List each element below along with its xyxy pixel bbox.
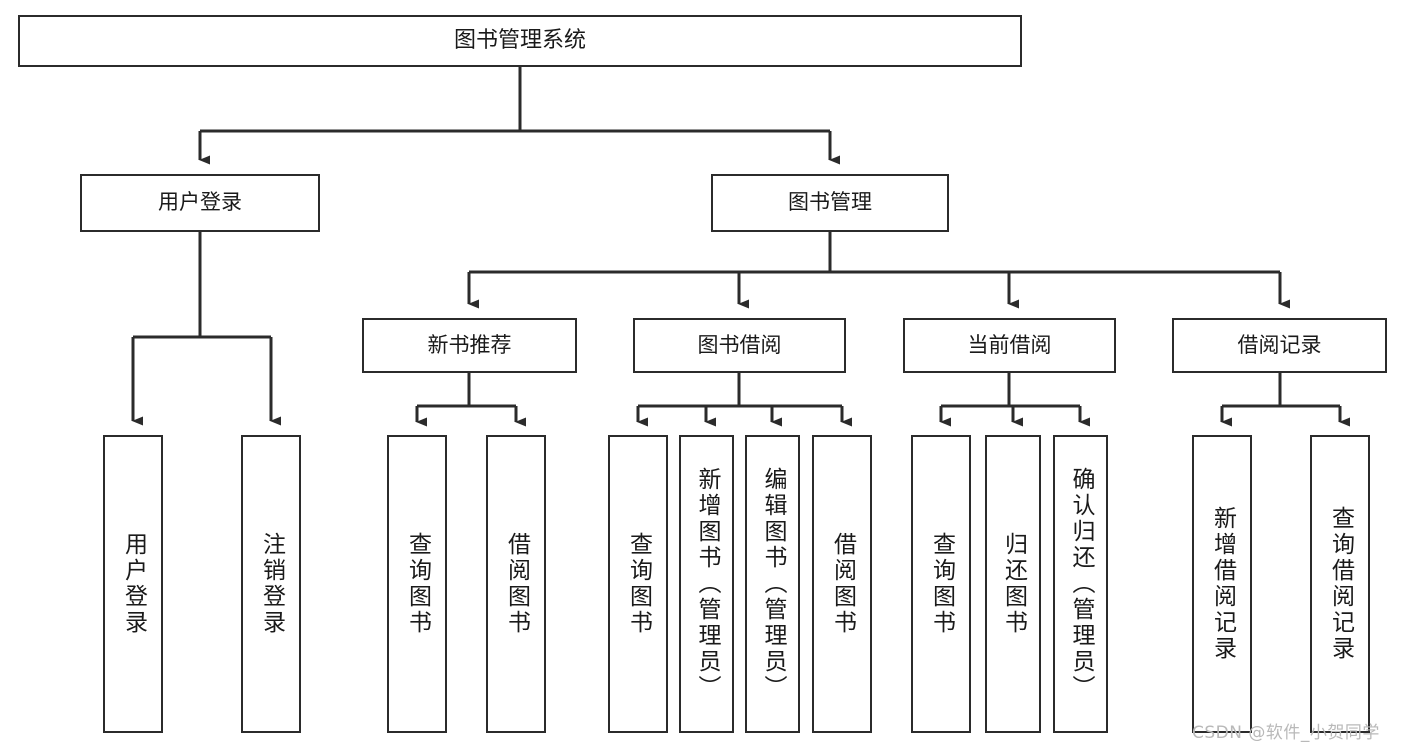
node-leaf-logout[interactable]: 注销登录 xyxy=(241,435,301,733)
node-leaf-confirm-return[interactable]: 确认归还（管理员） xyxy=(1053,435,1108,733)
node-borrow-record[interactable]: 借阅记录 xyxy=(1172,318,1387,373)
node-leaf-query-record[interactable]: 查询借阅记录 xyxy=(1310,435,1370,733)
node-user-login-label: 用户登录 xyxy=(158,190,242,215)
node-leaf-add-record-label: 新增借阅记录 xyxy=(1209,506,1236,662)
node-leaf-query-record-label: 查询借阅记录 xyxy=(1327,506,1354,662)
node-leaf-user-login[interactable]: 用户登录 xyxy=(103,435,163,733)
node-user-login[interactable]: 用户登录 xyxy=(80,174,320,232)
node-leaf-add-book-label: 新增图书（管理员） xyxy=(694,467,720,701)
node-book-manage-label: 图书管理 xyxy=(788,190,872,215)
node-leaf-query-book-1-label: 查询图书 xyxy=(404,532,431,636)
node-leaf-return-book-label: 归还图书 xyxy=(1000,532,1027,636)
node-book-borrow-label: 图书借阅 xyxy=(697,332,782,357)
node-root-label: 图书管理系统 xyxy=(453,27,586,53)
node-current-borrow-label: 当前借阅 xyxy=(967,332,1052,357)
node-leaf-borrow-book-2[interactable]: 借阅图书 xyxy=(812,435,872,733)
node-leaf-edit-book-label: 编辑图书（管理员） xyxy=(760,467,786,701)
node-leaf-edit-book[interactable]: 编辑图书（管理员） xyxy=(745,435,800,733)
node-leaf-query-book-2[interactable]: 查询图书 xyxy=(608,435,668,733)
node-leaf-confirm-return-label: 确认归还（管理员） xyxy=(1068,467,1094,701)
node-leaf-borrow-book-1-label: 借阅图书 xyxy=(503,532,530,636)
node-leaf-return-book[interactable]: 归还图书 xyxy=(985,435,1041,733)
node-current-borrow[interactable]: 当前借阅 xyxy=(903,318,1116,373)
node-new-book-rec-label: 新书推荐 xyxy=(427,332,512,357)
node-leaf-borrow-book-2-label: 借阅图书 xyxy=(829,532,856,636)
node-leaf-query-book-1[interactable]: 查询图书 xyxy=(387,435,447,733)
node-new-book-rec[interactable]: 新书推荐 xyxy=(362,318,577,373)
node-leaf-add-book[interactable]: 新增图书（管理员） xyxy=(679,435,734,733)
node-book-borrow[interactable]: 图书借阅 xyxy=(633,318,846,373)
node-leaf-query-book-3-label: 查询图书 xyxy=(928,532,955,636)
node-leaf-user-login-label: 用户登录 xyxy=(120,532,147,636)
node-leaf-query-book-2-label: 查询图书 xyxy=(625,532,652,636)
csdn-watermark: CSDN @软件_小贺同学 xyxy=(1192,723,1380,743)
node-leaf-borrow-book-1[interactable]: 借阅图书 xyxy=(486,435,546,733)
node-leaf-query-book-3[interactable]: 查询图书 xyxy=(911,435,971,733)
node-borrow-record-label: 借阅记录 xyxy=(1237,332,1322,357)
node-book-manage[interactable]: 图书管理 xyxy=(711,174,949,232)
node-leaf-add-record[interactable]: 新增借阅记录 xyxy=(1192,435,1252,733)
node-root[interactable]: 图书管理系统 xyxy=(18,15,1022,67)
node-leaf-logout-label: 注销登录 xyxy=(258,532,285,636)
